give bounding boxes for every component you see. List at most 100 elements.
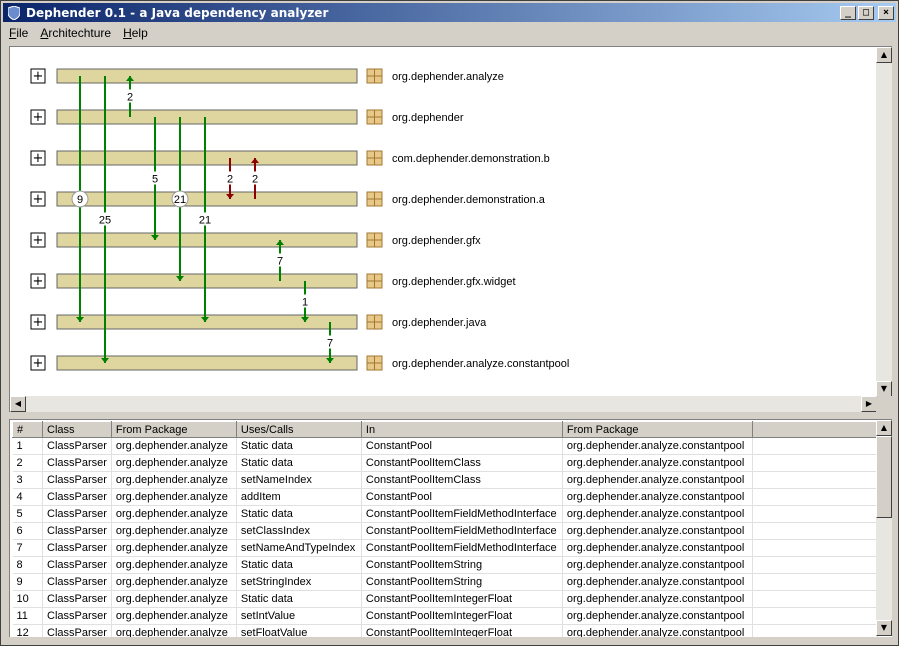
dependency-count: 2: [227, 174, 233, 186]
package-bar[interactable]: [56, 355, 358, 371]
maximize-button[interactable]: □: [858, 5, 874, 20]
table-cell: org.dephender.analyze: [111, 505, 237, 523]
column-header-number[interactable]: #: [12, 421, 43, 438]
expand-button[interactable]: +: [30, 191, 46, 207]
table-cell: ClassParser: [42, 607, 112, 625]
table-cell: setNameAndTypeIndex: [236, 539, 362, 557]
table-cell: Static data: [236, 454, 362, 472]
table-cell: 11: [12, 607, 43, 625]
dependency-arrow[interactable]: 7: [322, 322, 338, 363]
table-cell: setStringIndex: [236, 573, 362, 591]
title-bar[interactable]: Dephender 0.1 - a Java dependency analyz…: [3, 3, 896, 22]
package-bar[interactable]: [56, 150, 358, 166]
scroll-left-button[interactable]: ◀: [10, 396, 26, 412]
table-cell: org.dephender.analyze: [111, 539, 237, 557]
table-cell: org.dephender.analyze.constantpool: [562, 539, 753, 557]
table-cell: ClassParser: [42, 471, 112, 489]
menu-file[interactable]: File: [9, 26, 29, 40]
scroll-up-button[interactable]: ▲: [876, 47, 892, 63]
package-bar[interactable]: [56, 314, 358, 330]
expand-button[interactable]: +: [30, 273, 46, 289]
scroll-down-button[interactable]: ▼: [876, 381, 892, 397]
table-cell: ConstantPoolItemIntegerFloat: [361, 607, 563, 625]
table-cell-filler: [752, 590, 878, 608]
graph-vertical-scrollbar[interactable]: ▲ ▼: [876, 47, 892, 397]
package-bar[interactable]: [56, 191, 358, 207]
table-scroll-up-button[interactable]: ▲: [876, 420, 892, 436]
table-scroll-down-button[interactable]: ▼: [876, 620, 892, 636]
count-label-bg: [297, 294, 313, 308]
table-cell: org.dephender.analyze: [111, 437, 237, 455]
package-bar[interactable]: [56, 273, 358, 289]
package-icon: [366, 273, 383, 289]
dependency-arrow[interactable]: 2: [122, 76, 138, 117]
count-label-bg: [122, 89, 138, 103]
menu-help[interactable]: Help: [123, 26, 148, 40]
table-vertical-scrollbar[interactable]: ▲ ▼: [876, 420, 892, 636]
table-cell: ConstantPool: [361, 437, 563, 455]
dependency-arrow[interactable]: 21: [171, 117, 189, 281]
dependency-arrow[interactable]: 2: [222, 158, 238, 199]
table-cell: ClassParser: [42, 590, 112, 608]
expand-symbol: +: [33, 192, 44, 207]
column-header-class[interactable]: Class: [42, 421, 112, 438]
column-header-from-package[interactable]: From Package: [110, 421, 237, 438]
expand-button[interactable]: +: [30, 150, 46, 166]
table-cell: org.dephender.analyze.constantpool: [562, 624, 753, 637]
package-icon: [366, 68, 383, 84]
table-cell: ClassParser: [42, 624, 112, 637]
column-header-uses-calls[interactable]: Uses/Calls: [235, 421, 362, 438]
table-cell-filler: [752, 624, 878, 637]
table-header-row: # Class From Package Uses/Calls In From …: [12, 421, 878, 438]
table-cell: ConstantPoolItemClass: [361, 454, 563, 472]
expand-button[interactable]: +: [30, 355, 46, 371]
table-scroll-thumb[interactable]: [876, 436, 892, 518]
table-cell-filler: [752, 556, 878, 574]
table-cell: 5: [12, 505, 43, 523]
table-cell: ClassParser: [42, 505, 112, 523]
table-cell-filler: [752, 573, 878, 591]
dependency-arrow[interactable]: 7: [272, 240, 288, 281]
table-cell-filler: [752, 522, 878, 540]
menu-architechture[interactable]: Architechture: [40, 26, 112, 40]
package-bar[interactable]: [56, 109, 358, 125]
column-header-target-package[interactable]: From Package: [561, 421, 753, 438]
dependency-arrow[interactable]: 2: [247, 158, 263, 199]
close-button[interactable]: ×: [878, 5, 894, 20]
dependency-arrow[interactable]: 9: [71, 76, 89, 322]
graph-horizontal-scrollbar[interactable]: ◀ ▶: [10, 396, 877, 412]
dependency-arrow[interactable]: 5: [147, 117, 163, 240]
expand-button[interactable]: +: [30, 109, 46, 125]
table-cell: setFloatValue: [236, 624, 362, 637]
dependency-arrow[interactable]: 1: [297, 281, 313, 322]
count-label-bg: [272, 253, 288, 267]
column-header-in[interactable]: In: [360, 421, 563, 438]
package-bar[interactable]: [56, 68, 358, 84]
dependency-arrow[interactable]: 21: [197, 117, 213, 322]
expand-symbol: +: [33, 69, 44, 84]
package-bar[interactable]: [56, 232, 358, 248]
dependency-arrow[interactable]: 25: [97, 76, 113, 363]
scroll-right-button[interactable]: ▶: [861, 396, 877, 412]
expand-button[interactable]: +: [30, 232, 46, 248]
table-cell: ClassParser: [42, 522, 112, 540]
minimize-button[interactable]: _: [840, 5, 856, 20]
table-cell: 10: [12, 590, 43, 608]
expand-button[interactable]: +: [30, 314, 46, 330]
package-icon: [366, 150, 383, 166]
expand-button[interactable]: +: [30, 68, 46, 84]
table-cell: org.dephender.analyze: [111, 522, 237, 540]
